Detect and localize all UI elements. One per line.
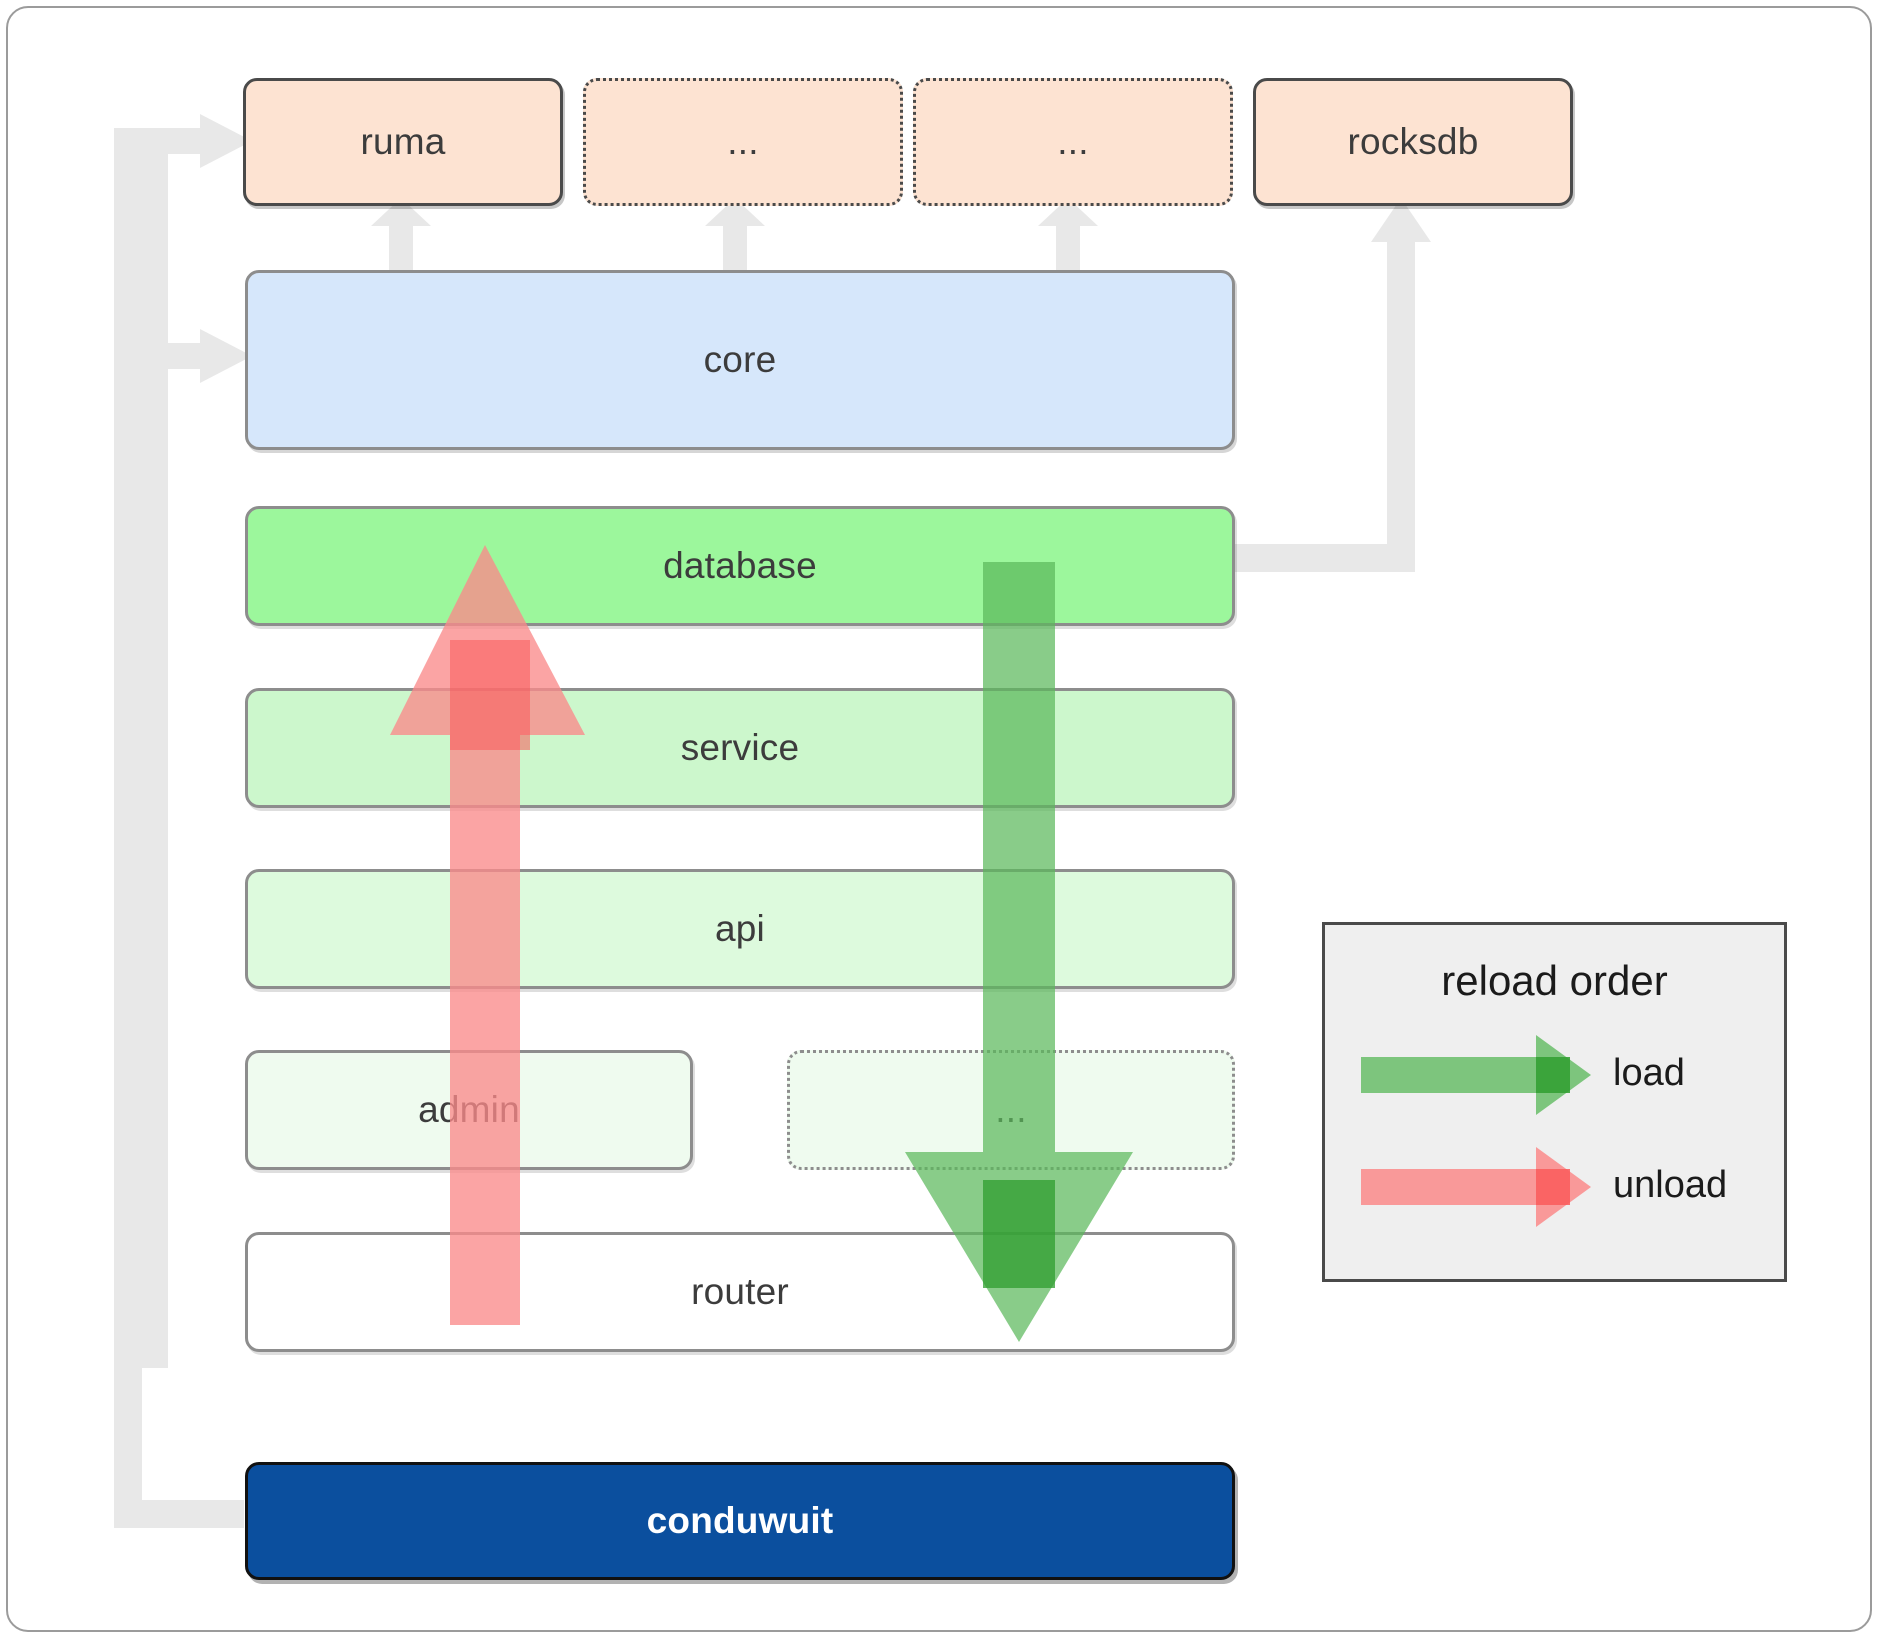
layer-label-router: router	[691, 1271, 789, 1312]
dependency-box-rocksdb[interactable]: rocksdb	[1253, 78, 1573, 206]
legend-panel: reload order load unload	[1322, 922, 1787, 1282]
legend-label-unload: unload	[1613, 1164, 1728, 1206]
connector-database-to-rocksdb-vertical	[1387, 238, 1415, 572]
legend-label-load: load	[1613, 1052, 1685, 1094]
connector-database-to-rocksdb-arrowhead	[1371, 198, 1431, 242]
connector-left-vertical	[114, 128, 142, 1528]
core-box[interactable]: core	[245, 270, 1235, 450]
connector-to-ruma-arrowhead	[200, 114, 252, 168]
layer-label-service: service	[680, 727, 800, 768]
load-arrow	[905, 562, 1133, 1342]
dependency-label-rocksdb: rocksdb	[1347, 121, 1479, 162]
legend-title: reload order	[1441, 957, 1668, 1004]
legend-load-arrow-icon	[1361, 1035, 1591, 1115]
layer-label-database: database	[663, 545, 817, 586]
dependency-label-ruma: ruma	[360, 121, 446, 162]
load-arrow-highlight	[983, 1180, 1055, 1288]
unload-arrow	[390, 545, 585, 1325]
layer-label-api: api	[715, 908, 765, 949]
dependency-box-ruma[interactable]: ruma	[243, 78, 563, 206]
connector-left-bottom-horizontal	[114, 1500, 244, 1528]
legend-unload-arrow-icon	[1361, 1147, 1591, 1227]
dependency-label-placeholder-2: ...	[1057, 121, 1089, 162]
connector-core-to-dep2	[705, 198, 765, 276]
dependency-box-placeholder-1[interactable]: ...	[583, 78, 903, 206]
app-label-conduwuit: conduwuit	[646, 1500, 834, 1541]
unload-arrow-highlight	[450, 640, 530, 750]
core-label: core	[703, 339, 777, 380]
dependency-label-placeholder-1: ...	[727, 121, 759, 162]
app-box-conduwuit[interactable]: conduwuit	[245, 1462, 1235, 1580]
dependency-box-placeholder-2[interactable]: ...	[913, 78, 1233, 206]
connector-left-branch-vertical	[142, 128, 168, 1368]
connector-core-to-ruma	[371, 198, 431, 276]
connector-database-to-rocksdb-horizontal	[1225, 544, 1415, 572]
connector-to-core-arrowhead	[200, 329, 252, 383]
connector-core-to-dep3	[1038, 198, 1098, 276]
